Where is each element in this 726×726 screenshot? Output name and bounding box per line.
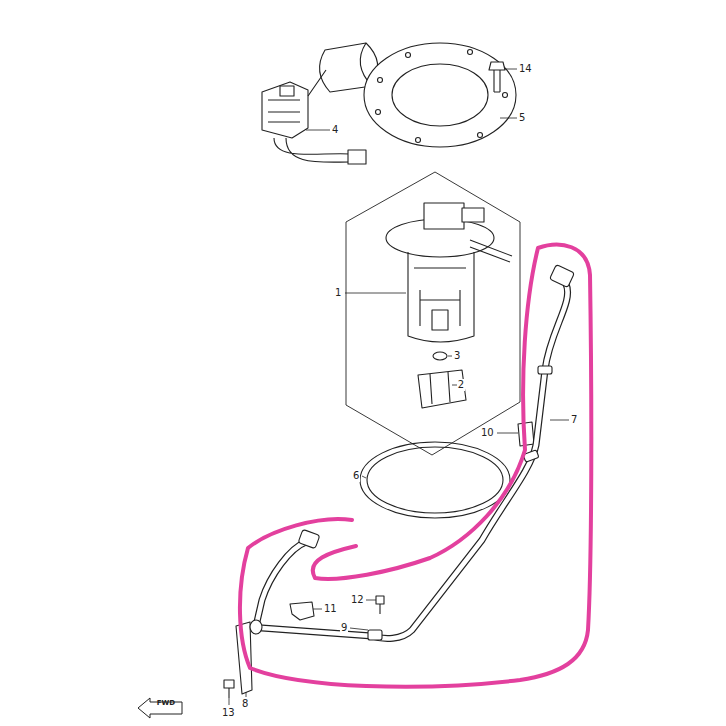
callout-number: 14 (518, 63, 533, 75)
callout-number: 1 (334, 287, 342, 299)
callout-number: 6 (352, 470, 360, 482)
direction-label: FWD (156, 699, 176, 708)
callout-number: 2 (457, 379, 465, 391)
callout-number: 9 (340, 622, 348, 634)
callout-number: 7 (570, 414, 578, 426)
callout-number: 4 (331, 124, 339, 136)
callout-number: 13 (221, 707, 236, 719)
callout-number: 10 (480, 427, 495, 439)
callout-number: 3 (453, 350, 461, 362)
callout-number: 8 (241, 698, 249, 710)
callout-number: 5 (518, 112, 526, 124)
callout-number: 11 (323, 603, 338, 615)
callout-number: 12 (350, 594, 365, 606)
